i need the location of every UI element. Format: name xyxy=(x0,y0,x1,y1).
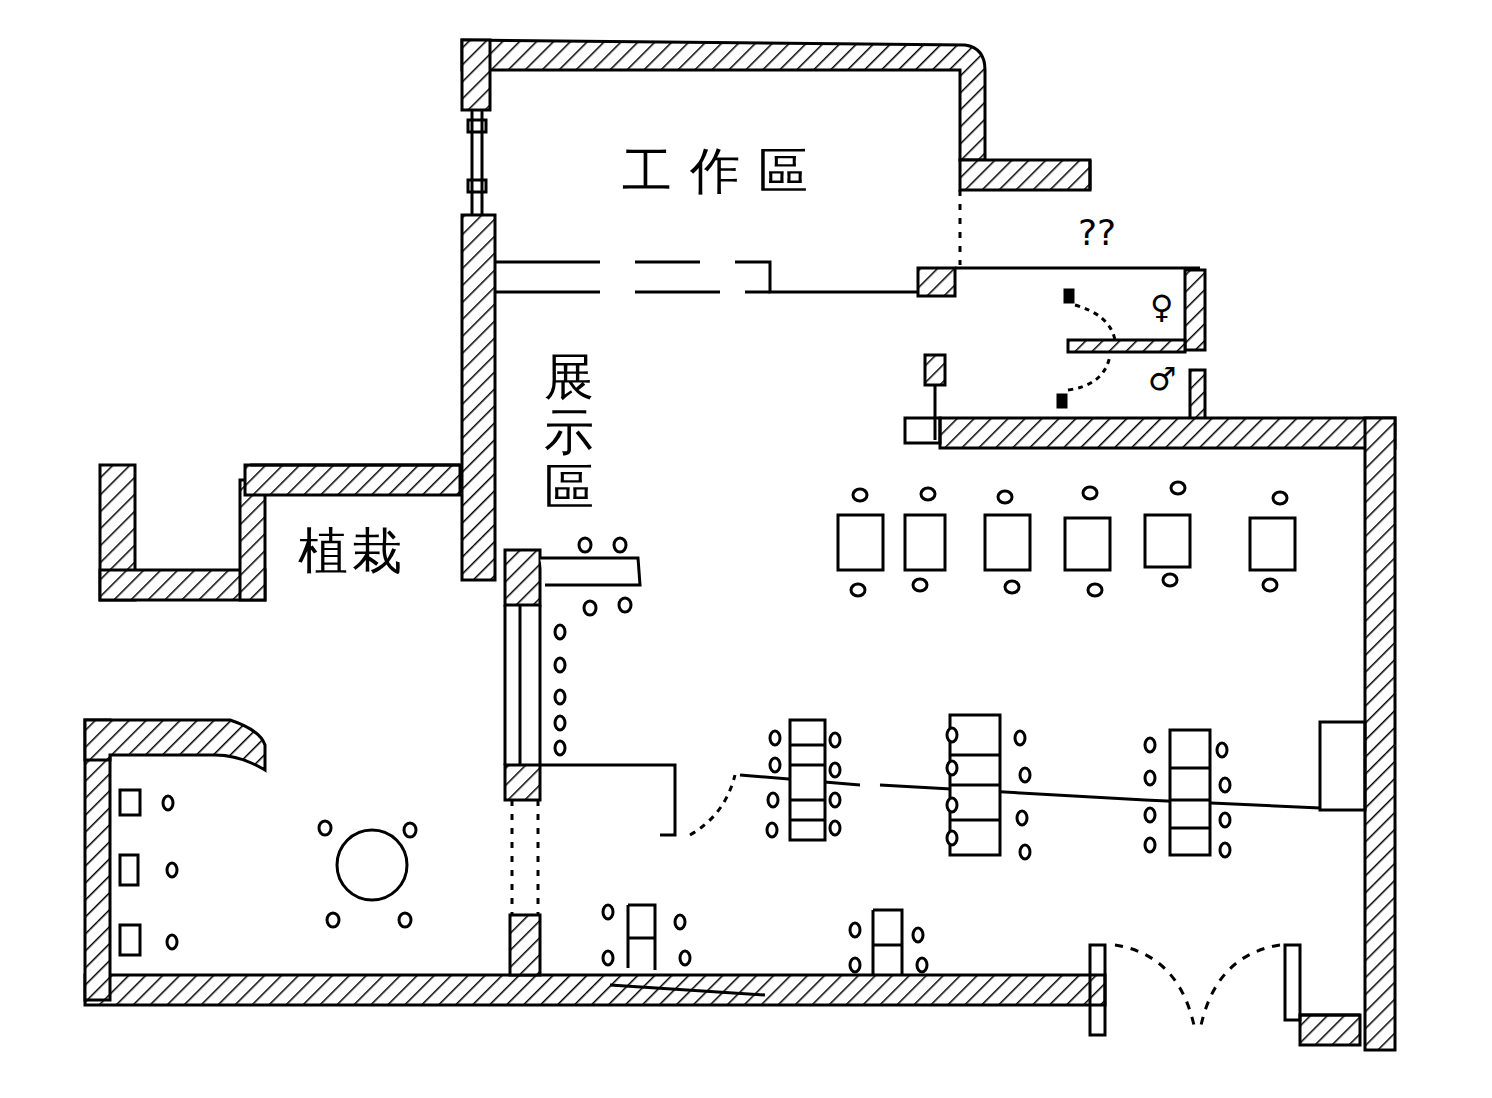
furniture xyxy=(120,482,1295,975)
restroom-symbol: ♀ xyxy=(1150,288,1173,326)
note: ?? xyxy=(1078,212,1116,253)
area-label: 展示區 xyxy=(544,350,594,515)
walls xyxy=(85,40,1395,1050)
lines xyxy=(250,110,1365,1035)
area-label: 工作區 xyxy=(622,138,826,205)
restroom-symbol: ♂ xyxy=(1148,360,1177,398)
area-label: 植栽 xyxy=(298,518,406,585)
